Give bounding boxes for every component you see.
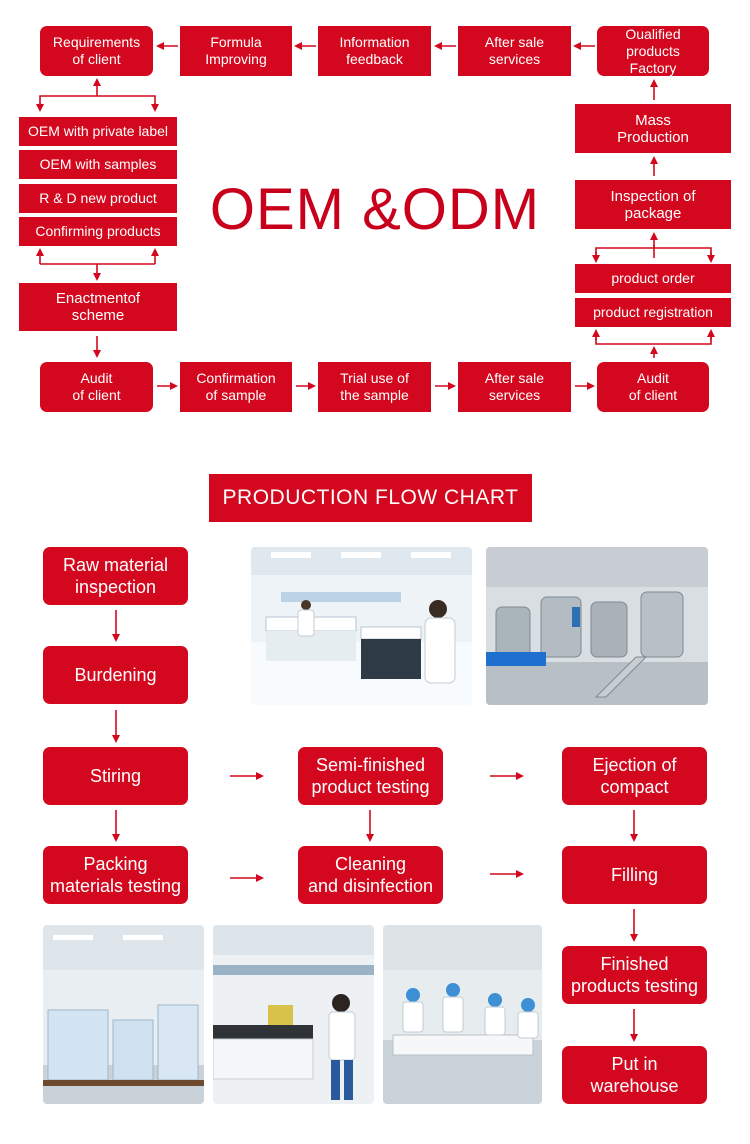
packing-line-photo (383, 925, 542, 1104)
oem-samples-item: OEM with samples (19, 150, 177, 179)
packing-materials-testing-box: Packing materials testing (43, 846, 188, 904)
lab-worker-photo (213, 925, 374, 1104)
bracket-top-left (39, 95, 156, 108)
semi-finished-testing-box: Semi-finished product testing (298, 747, 443, 805)
audit-of-client-left-box: Audit of client (40, 362, 153, 412)
confirmation-of-sample-box: Confirmation of sample (180, 362, 292, 412)
rd-new-product-item: R & D new product (19, 184, 177, 213)
finished-products-testing-box: Finished products testing (562, 946, 707, 1004)
oem-odm-title: OEM &ODM (209, 177, 541, 242)
after-sale-services-bottom-box: After sale services (458, 362, 571, 412)
oem-private-label-item: OEM with private label (19, 117, 177, 146)
product-order-item: product order (575, 264, 731, 293)
requirements-of-client-box: Requirements of client (40, 26, 153, 76)
put-in-warehouse-box: Put in warehouse (562, 1046, 707, 1104)
enactment-of-scheme-box: Enactmentof scheme (19, 283, 177, 331)
burdening-box: Burdening (43, 646, 188, 704)
raw-material-inspection-box: Raw material inspection (43, 547, 188, 605)
qualified-products-factory-box: Oualified products Factory (597, 26, 709, 76)
audit-of-client-right-box: Audit of client (597, 362, 709, 412)
trial-use-of-sample-box: Trial use of the sample (318, 362, 431, 412)
mass-production-box: Mass Production (575, 104, 731, 153)
product-registration-item: product registration (575, 298, 731, 327)
formula-improving-box: Formula Improving (180, 26, 292, 76)
inspection-of-package-box: Inspection of package (575, 180, 731, 229)
production-flow-chart-title: PRODUCTION FLOW CHART (209, 474, 532, 522)
laboratory-photo (251, 547, 472, 705)
confirming-products-item: Confirming products (19, 217, 177, 246)
mixing-tanks-photo (486, 547, 708, 705)
filling-box: Filling (562, 846, 707, 904)
cleaning-disinfection-box: Cleaning and disinfection (298, 846, 443, 904)
after-sale-services-top-box: After sale services (458, 26, 571, 76)
stiring-box: Stiring (43, 747, 188, 805)
ejection-of-compact-box: Ejection of compact (562, 747, 707, 805)
warehouse-stock-photo (43, 925, 204, 1104)
information-feedback-box: Information feedback (318, 26, 431, 76)
